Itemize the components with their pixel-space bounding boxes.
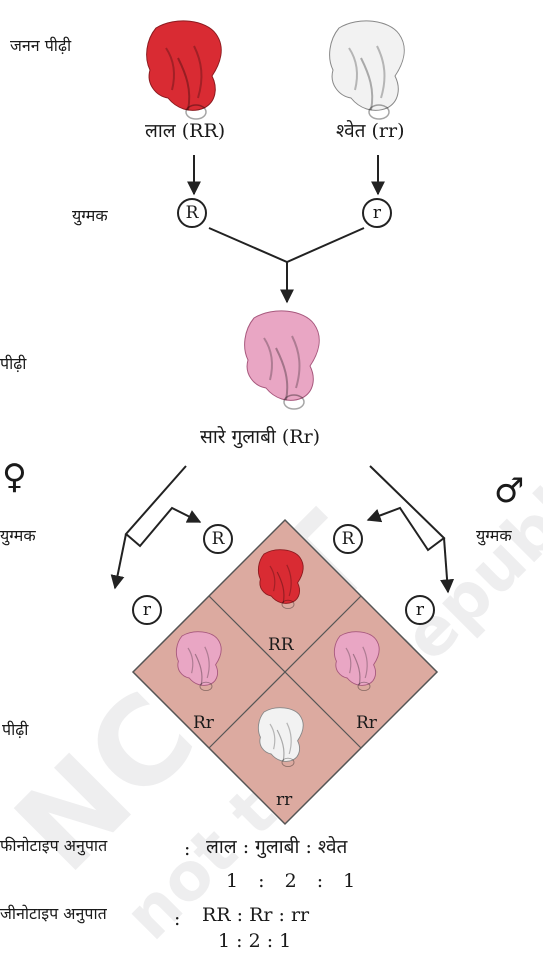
punnett-label-Rr-left: Rr bbox=[193, 713, 214, 733]
arrow-to-female-R bbox=[124, 465, 202, 548]
gamete-r-female: r bbox=[132, 595, 162, 625]
gametes-label-female: युग्मक bbox=[0, 526, 36, 545]
phenotype-ratio-label: फीनोटाइप अनुपात bbox=[0, 836, 108, 855]
gamete-r-male: r bbox=[405, 595, 435, 625]
punnett-divider-2 bbox=[208, 595, 362, 749]
gamete-R-male: R bbox=[333, 524, 363, 554]
parent-white-label: श्वेत (rr) bbox=[336, 120, 405, 142]
punnett-label-rr: rr bbox=[276, 790, 293, 810]
parent-generation-label: जनन पीढ़ी bbox=[10, 36, 72, 55]
pink-flower-f1 bbox=[243, 309, 321, 410]
punnett-label-RR: RR bbox=[268, 635, 294, 655]
female-symbol: ♀ bbox=[2, 457, 27, 497]
arrow-to-female-r bbox=[110, 533, 127, 590]
arrow-to-male-r bbox=[440, 537, 455, 594]
gamete-R-parent: R bbox=[177, 198, 207, 228]
male-symbol: ♂ bbox=[494, 471, 525, 511]
arrow-to-male-R bbox=[366, 465, 446, 552]
gamete-R-female: R bbox=[203, 524, 233, 554]
genotype-ratio-label: जीनोटाइप अनुपात bbox=[0, 904, 107, 923]
red-flower-parent bbox=[145, 19, 223, 120]
f2-generation-label: पीढ़ी bbox=[2, 720, 29, 739]
phenotype-ratio-text: लाल : गुलाबी : श्वेत bbox=[206, 836, 348, 858]
gametes-label-male: युग्मक bbox=[476, 526, 512, 545]
genotype-ratio-values: 1 : 2 : 1 bbox=[218, 930, 292, 952]
parent-red-label: लाल (RR) bbox=[145, 120, 226, 142]
phenotype-ratio-colon: : bbox=[184, 838, 191, 860]
genotype-ratio-text: RR : Rr : rr bbox=[202, 904, 310, 926]
gamete-r-parent: r bbox=[362, 198, 392, 228]
punnett-label-Rr-right: Rr bbox=[356, 713, 377, 733]
gametes-label-left: युग्मक bbox=[72, 206, 108, 225]
genotype-ratio-colon: : bbox=[174, 908, 181, 930]
phenotype-ratio-values: 1 : 2 : 1 bbox=[226, 870, 356, 892]
f1-label: सारे गुलाबी (Rr) bbox=[200, 426, 321, 448]
white-flower-parent bbox=[328, 19, 406, 120]
f1-generation-label: पीढ़ी bbox=[0, 354, 27, 373]
gamete-merge-lines bbox=[208, 227, 365, 264]
